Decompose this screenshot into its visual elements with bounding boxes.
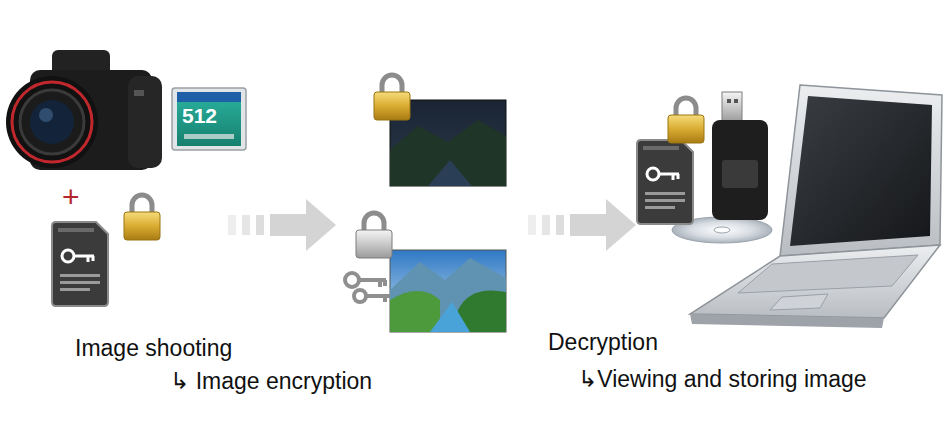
lens-ring — [12, 82, 92, 162]
image-water — [428, 160, 472, 186]
laptop — [690, 85, 942, 328]
arrow-dash — [228, 215, 236, 235]
memory-card — [172, 88, 246, 150]
arrow-head — [306, 199, 336, 251]
arrow-shaft — [270, 214, 308, 236]
padlock — [356, 213, 392, 258]
disc-hole — [714, 227, 730, 233]
lens-glare — [39, 108, 53, 122]
arrow-dash — [528, 215, 536, 235]
camera-grip — [128, 76, 162, 168]
plain-image — [390, 250, 506, 332]
key-card — [637, 140, 693, 224]
padlock — [374, 75, 410, 120]
keys — [345, 273, 390, 302]
laptop-touchpad — [770, 294, 828, 310]
card-capacity: 512 — [182, 104, 217, 128]
laptop-screen — [790, 96, 932, 246]
arrow-dash — [556, 215, 564, 235]
laptop-edge — [690, 314, 884, 328]
stage-sublabel: ↳Viewing and storing image — [578, 366, 867, 392]
usb-body — [712, 120, 768, 220]
card-stripe — [177, 92, 241, 102]
flow-arrow — [528, 199, 636, 251]
laptop-deck — [690, 245, 940, 318]
arrow-head — [606, 199, 636, 251]
card-brand-bar — [184, 134, 234, 139]
padlock — [124, 195, 160, 240]
key-blade — [366, 296, 390, 302]
image-mountains — [390, 120, 506, 186]
laptop-lid — [780, 85, 942, 256]
usb-stick — [712, 92, 768, 220]
card-label — [177, 92, 241, 146]
image-frame — [390, 250, 506, 332]
flow-arrow — [228, 199, 336, 251]
padlock — [668, 98, 704, 143]
key-bow — [345, 273, 359, 287]
laptop-keyboard — [738, 255, 918, 293]
image-far-mountains — [390, 258, 506, 332]
arrow-dash — [242, 215, 250, 235]
camera-button — [134, 90, 144, 96]
lens-barrel — [20, 90, 84, 154]
camera-lens — [6, 76, 98, 168]
camera — [6, 50, 162, 170]
usb-hole — [734, 99, 738, 103]
image-water — [430, 302, 470, 332]
usb-plug — [722, 92, 742, 122]
key-card — [52, 222, 108, 306]
stage-label: Decryption — [548, 329, 658, 355]
key-bow — [354, 290, 366, 302]
stage-sublabel: ↳ Image encryption — [170, 368, 372, 394]
usb-slot — [722, 160, 758, 188]
usb-hole — [727, 99, 731, 103]
arrow-dash — [256, 215, 264, 235]
arrow-shaft — [570, 214, 608, 236]
stage-label: Image shooting — [75, 335, 232, 361]
plus-sign: + — [62, 180, 80, 215]
image-hill — [390, 291, 440, 332]
arrow-dash — [542, 215, 550, 235]
card-shell — [172, 88, 246, 150]
key-blade — [359, 280, 386, 287]
lens-glass — [30, 100, 74, 144]
